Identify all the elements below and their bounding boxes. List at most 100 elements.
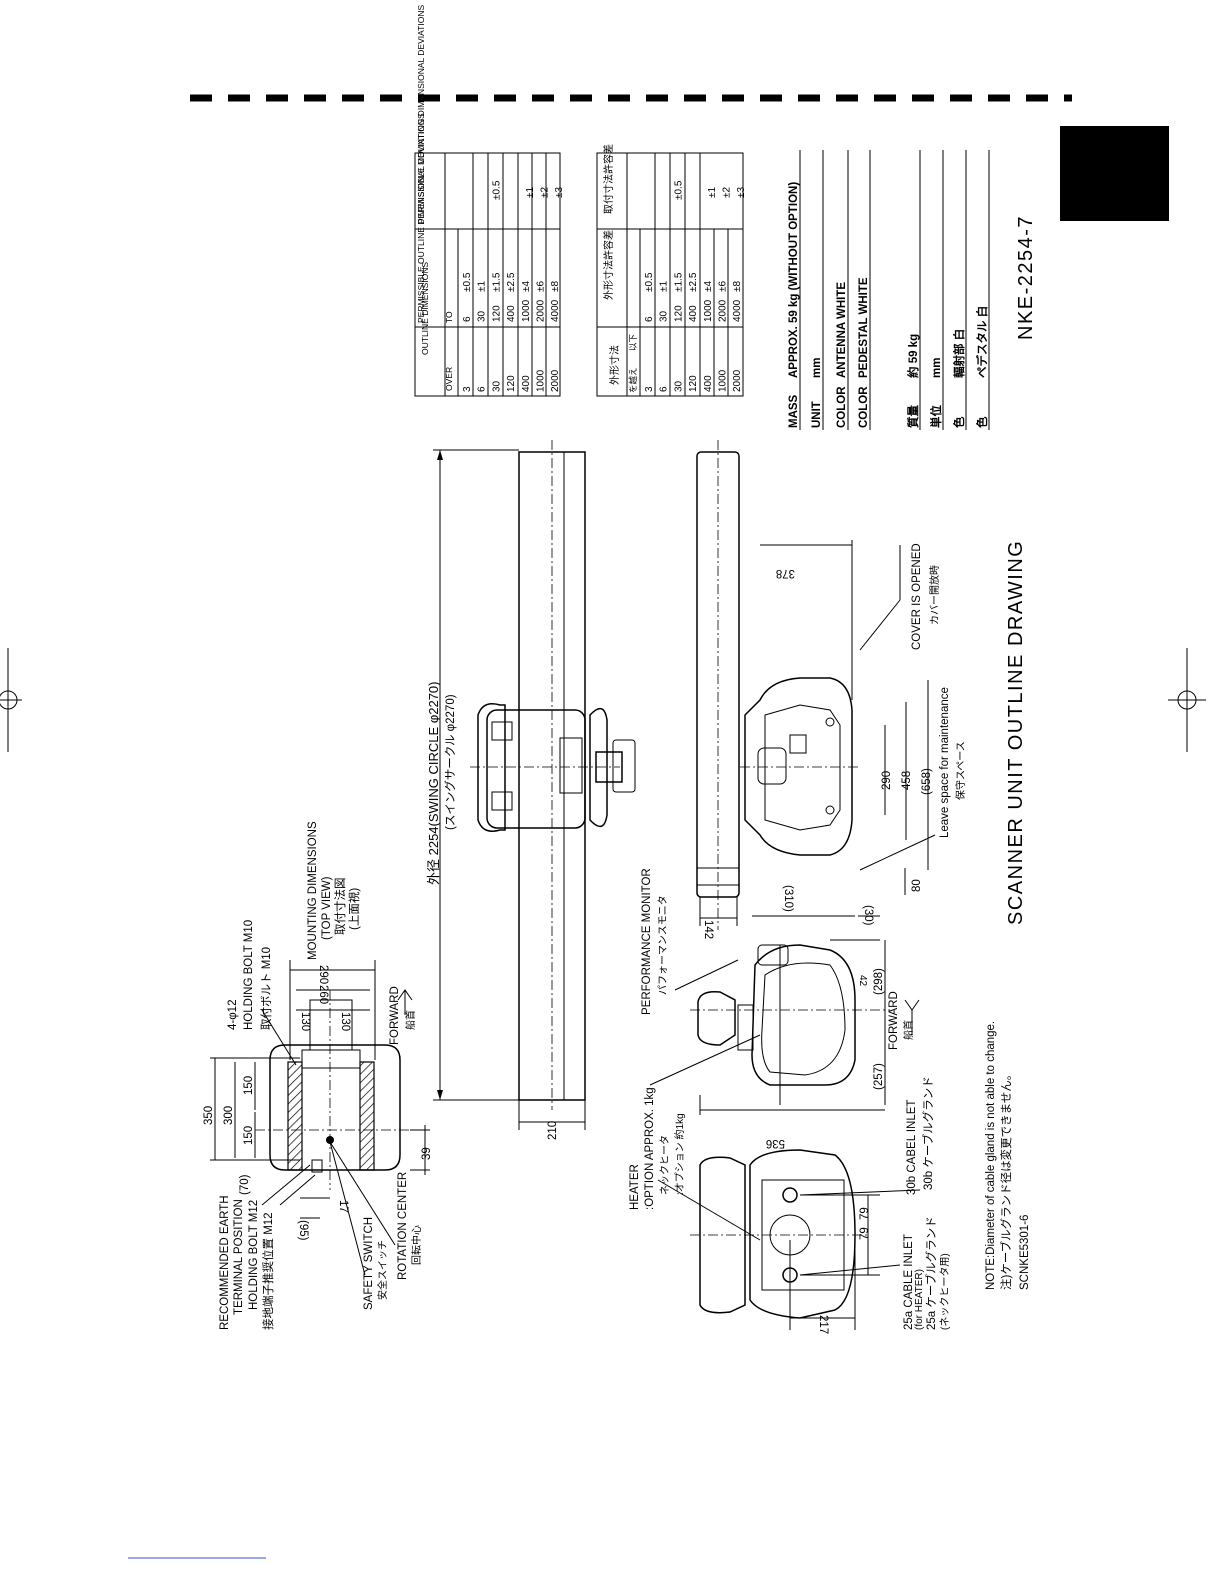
table-en-h-outline-dev: PERMISSIBLE OUTLINE DIMENSIONAL DEVIATIO… — [416, 113, 426, 323]
en-over-4: 400 — [521, 375, 532, 392]
mounting-title-jp: 取付寸法図 — [333, 878, 347, 936]
dim-350: 350 — [203, 1106, 215, 1125]
unit-value: mm — [811, 358, 823, 378]
en-over-1: 6 — [477, 386, 488, 392]
jp-over-0: 3 — [644, 386, 655, 392]
color-jp1-value: 輻射部 白 — [952, 329, 966, 378]
cable30-jp: 30b ケーブルグランド — [921, 1076, 935, 1190]
heater-jp2: :オプション 約1kg — [673, 1113, 686, 1195]
jp-dev-3: ±2.5 — [688, 272, 699, 292]
dim-130b: 130 — [339, 1012, 351, 1031]
cable25-en1: 25a CABLE INLET — [903, 1234, 915, 1330]
color-antenna-label: COLOR — [836, 386, 848, 428]
color-pedestal-label: COLOR — [858, 386, 870, 428]
forward-mount-jp: 船首 — [404, 1010, 417, 1030]
jp-mount-dev-0: ±0.5 — [673, 180, 684, 200]
jp-dev-1: ±1 — [659, 281, 670, 292]
unit-label: UNIT — [811, 401, 823, 428]
table-jp-h-mount-dev: 取付寸法許容差 — [602, 144, 615, 214]
table-jp-h-to: 以下 — [628, 333, 638, 351]
chapter-tab — [1060, 126, 1169, 221]
en-mount-dev-2: ±2 — [540, 187, 551, 198]
dim-300: 300 — [223, 1106, 235, 1125]
dim-298: (298) — [873, 968, 885, 995]
earth-en1: RECOMMENDED EARTH — [219, 1195, 231, 1330]
leave-space-en: Leave space for maintenance — [939, 687, 951, 838]
jp-over-5: 1000 — [718, 369, 729, 392]
note-en: NOTE:Diameter of cable gland is not able… — [985, 1021, 997, 1290]
color-jp2-value: ペデスタル 白 — [975, 306, 989, 378]
front-view-pedestal — [649, 939, 890, 1115]
table-en-h-to: TO — [444, 311, 454, 323]
table-jp-h-outline-dev: 外形寸法許容差 — [602, 230, 615, 300]
jp-mount-dev-1: ±1 — [707, 187, 718, 198]
note-jp: 注)ケーブルグランド径は変更できません。 — [999, 1069, 1013, 1290]
table-jp-h-outline: 外形寸法 — [608, 345, 621, 385]
earth-en2: TERMINAL POSITION — [233, 1199, 245, 1315]
dim-290: 290 — [881, 771, 893, 790]
table-jp-h-over: を越え — [628, 367, 638, 393]
jp-mount-dev-2: ±2 — [722, 187, 733, 198]
dim-150a: 150 — [243, 1076, 255, 1095]
side-view-antenna — [696, 440, 936, 930]
color-jp1-label: 色 — [952, 416, 966, 428]
dim-142: 142 — [702, 920, 714, 939]
dim-536: 536 — [766, 1137, 785, 1149]
drawing-title: SCANNER UNIT OUTLINE DRAWING — [1005, 540, 1027, 925]
dim-150b: 150 — [243, 1126, 255, 1145]
leave-space-jp: 保守スペース — [954, 741, 967, 800]
top-view-antenna — [433, 440, 636, 1130]
jp-to-2: 120 — [673, 305, 684, 322]
drawing-code: SCNKE5301-6 — [1019, 1215, 1031, 1290]
heater-jp1: ネックヒータ — [659, 1135, 671, 1195]
holding-bolt-m10-jp: 取付ボルト M10 — [260, 947, 273, 1030]
performance-monitor-jp: パフォーマンスモニタ — [657, 895, 669, 995]
en-over-3: 120 — [506, 375, 517, 392]
dim-30: (30) — [862, 905, 874, 926]
dim-217: 217 — [817, 1315, 829, 1334]
forward-side-jp: 船首 — [902, 1020, 915, 1040]
heater-en2: :OPTION APPROX. 1kg — [644, 1087, 656, 1210]
color-antenna-value: ANTENNA WHITE — [836, 282, 848, 378]
dim-79a: 79 — [859, 1227, 871, 1240]
dim-79b: 79 — [859, 1207, 871, 1220]
rear-view-pedestal — [657, 1149, 921, 1330]
en-dev-3: ±2.5 — [506, 272, 517, 292]
jp-to-1: 30 — [659, 310, 670, 322]
forward-arrow-side — [904, 999, 920, 1035]
cover-opened-en: COVER IS OPENED — [911, 543, 923, 650]
en-to-4: 1000 — [521, 299, 532, 322]
en-dev-4: ±4 — [521, 281, 532, 292]
earth-jp: 接地端子推奨位置 M12 — [261, 1212, 275, 1330]
en-to-5: 2000 — [536, 299, 547, 322]
jp-mount-dev-3: ±3 — [736, 187, 747, 198]
mounting-view — [210, 960, 430, 1276]
dim-310: (310) — [782, 885, 794, 912]
dim-17: 17 — [337, 1200, 349, 1213]
tolerance-table-en: OUTLINE DIMENSIONS OVER TO PERMISSIBLE O… — [414, 5, 565, 397]
mounting-title-jp2: (上面視) — [347, 888, 361, 930]
table-en-h-over: OVER — [444, 367, 454, 391]
specs-block: MASS APPROX. 59 kg (WITHOUT OPTION) UNIT… — [788, 150, 990, 430]
en-dev-2: ±1.5 — [491, 272, 502, 292]
dim-458: 458 — [901, 771, 913, 790]
forward-arrow-mount — [397, 989, 413, 1015]
safety-switch-en: SAFETY SWITCH — [363, 1217, 375, 1310]
rotation-center-jp: 回転中心 — [410, 1225, 423, 1265]
en-over-5: 1000 — [536, 369, 547, 392]
forward-side-en: FORWARD — [888, 991, 900, 1050]
dim-210: 210 — [547, 1121, 559, 1140]
en-dev-0: ±0.5 — [462, 272, 473, 292]
en-dev-6: ±8 — [550, 281, 561, 292]
en-to-3: 400 — [506, 305, 517, 322]
en-over-0: 3 — [462, 386, 473, 392]
jp-to-0: 6 — [644, 316, 655, 322]
swing-label-en: 外径 2254(SWING CIRCLE φ2270) — [426, 682, 441, 886]
cable25-jp1: 25a ケーブルグランド — [924, 1216, 938, 1330]
performance-monitor-en: PERFORMANCE MONITOR — [641, 868, 653, 1015]
en-to-1: 30 — [477, 310, 488, 322]
table-en-h-outline: OUTLINE DIMENSIONS — [420, 262, 430, 355]
en-mount-dev-0: ±0.5 — [491, 180, 502, 200]
cable25-jp2: (ネックヒータ用) — [939, 1253, 951, 1330]
